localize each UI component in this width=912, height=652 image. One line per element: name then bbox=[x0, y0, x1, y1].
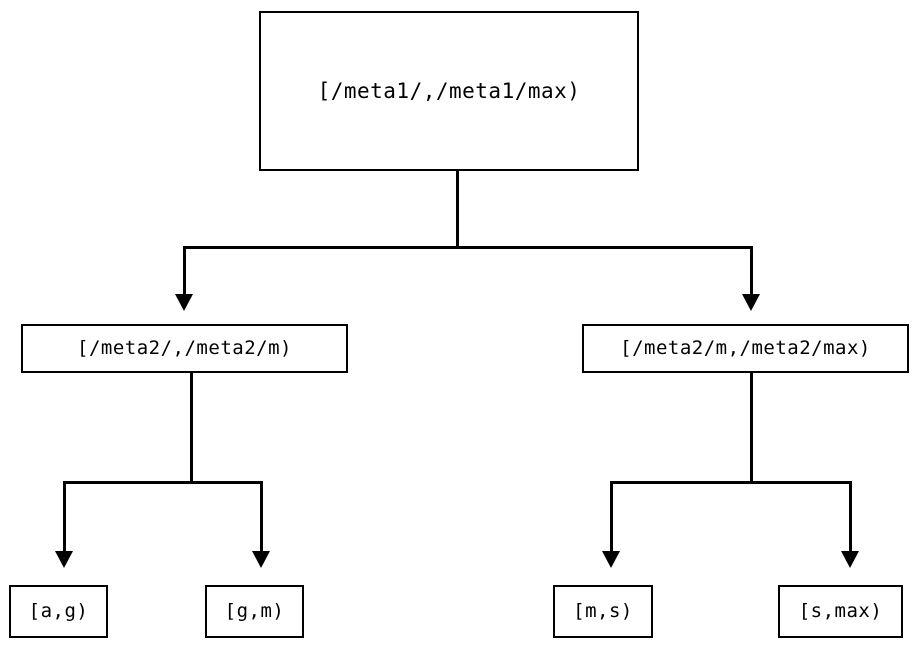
tree-node-mid-right-label: [/meta2/m,/meta2/max) bbox=[620, 337, 871, 359]
edge-root-horizontal-bar bbox=[183, 246, 753, 249]
edge-mid-left-horizontal-bar bbox=[63, 481, 263, 484]
tree-node-root-label: [/meta1/,/meta1/max) bbox=[317, 78, 581, 103]
tree-node-leaf-gm: [g,m) bbox=[205, 585, 304, 638]
tree-node-mid-left: [/meta2/,/meta2/m) bbox=[21, 324, 348, 373]
tree-node-leaf-ms-label: [m,s) bbox=[573, 600, 633, 622]
tree-node-mid-left-label: [/meta2/,/meta2/m) bbox=[77, 337, 292, 359]
edge-root-to-mid-right bbox=[750, 246, 753, 296]
tree-node-mid-right: [/meta2/m,/meta2/max) bbox=[582, 324, 909, 373]
edge-mid-right-stem bbox=[750, 372, 753, 484]
tree-node-leaf-gm-label: [g,m) bbox=[224, 600, 285, 622]
arrowhead-down-icon-leaf-ag bbox=[55, 551, 73, 568]
arrowhead-down-icon-leaf-gm bbox=[252, 551, 270, 568]
tree-node-leaf-ag-label: [a,g) bbox=[28, 600, 89, 622]
arrowhead-down-icon-mid-left bbox=[175, 294, 193, 311]
edge-mid-left-to-leaf-gm bbox=[260, 481, 263, 553]
edge-mid-right-to-leaf-ms bbox=[610, 481, 613, 553]
tree-node-leaf-ag: [a,g) bbox=[9, 585, 108, 638]
tree-node-leaf-ms: [m,s) bbox=[553, 585, 653, 638]
edge-mid-right-to-leaf-smax bbox=[849, 481, 852, 553]
arrowhead-down-icon-leaf-ms bbox=[602, 551, 620, 568]
tree-node-leaf-smax: [s,max) bbox=[778, 585, 903, 638]
edge-mid-left-stem bbox=[190, 372, 193, 484]
arrowhead-down-icon-leaf-smax bbox=[841, 551, 859, 568]
edge-root-stem bbox=[456, 171, 459, 249]
tree-node-root: [/meta1/,/meta1/max) bbox=[259, 11, 639, 171]
edge-root-to-mid-left bbox=[183, 246, 186, 296]
tree-node-leaf-smax-label: [s,max) bbox=[798, 600, 883, 622]
arrowhead-down-icon-mid-right bbox=[742, 294, 760, 311]
edge-mid-left-to-leaf-ag bbox=[63, 481, 66, 553]
edge-mid-right-horizontal-bar bbox=[610, 481, 852, 484]
